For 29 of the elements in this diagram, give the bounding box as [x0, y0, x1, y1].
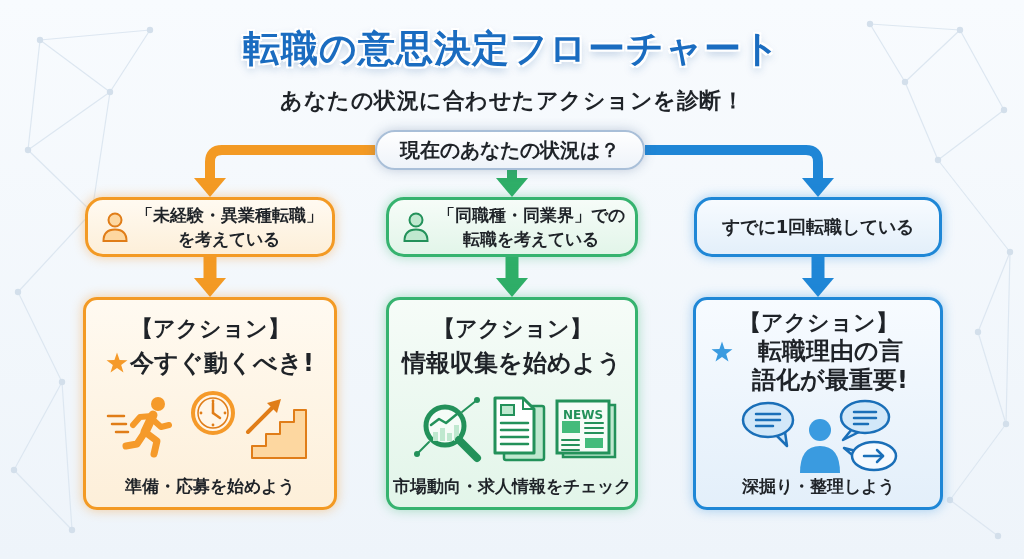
situation-box [386, 197, 638, 257]
action-title: 情報収集を始めよう [402, 348, 622, 378]
action-label: 【アクション】 [432, 315, 592, 343]
situation-text: 「同職種・同業界」での転職を考えている [437, 205, 625, 249]
arrow [802, 257, 834, 297]
subtitle: あなたの状況に合わせたアクションを診断！ [280, 88, 744, 113]
arrow [194, 145, 375, 197]
title: 転職の意思決定フローチャート [243, 27, 781, 70]
situation-text: 「未経験・異業種転職」を考えている [135, 205, 323, 249]
situation-box [85, 197, 335, 257]
question-box [375, 130, 645, 170]
arrow [194, 257, 226, 297]
situation-text: すでに1回転職している [721, 216, 915, 237]
action-label: 【アクション】 [130, 315, 290, 343]
newspaper-heading: NEWS [562, 408, 604, 422]
question-text: 現在のあなたの状況は？ [400, 137, 620, 163]
action-hint: 深掘り・整理しよう [741, 475, 895, 498]
situation-box [694, 197, 942, 257]
action-label: 【アクション】 [738, 310, 898, 336]
action-hint: 市場動向・求人情報をチェック [393, 475, 631, 498]
action-box [693, 297, 943, 510]
action-title: 転職理由の言語化が最重要! [751, 337, 909, 395]
action-box [83, 297, 337, 510]
action-hint: 準備・応募を始めよう [125, 475, 295, 498]
action-title: 今すぐ動くべき! [130, 348, 314, 378]
arrow [496, 170, 528, 197]
arrow [645, 145, 834, 197]
arrow [496, 257, 528, 297]
action-box [386, 297, 638, 510]
